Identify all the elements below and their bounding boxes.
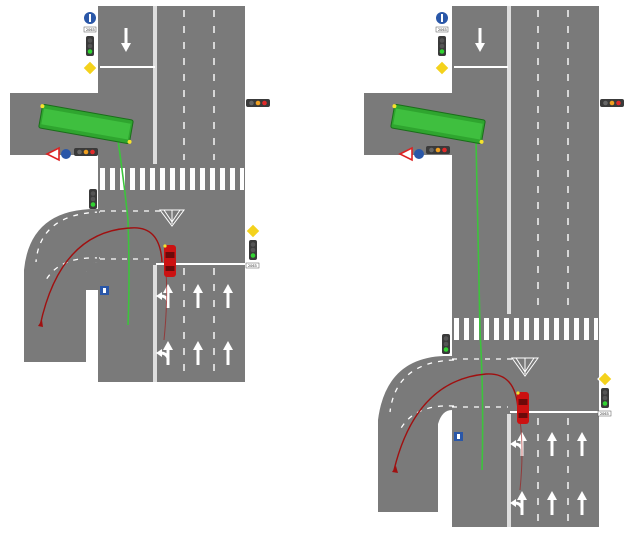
priority-road-sign-icon xyxy=(82,60,98,76)
one-way-sign-icon xyxy=(414,149,424,159)
bus xyxy=(390,104,486,144)
traffic-light-icon xyxy=(442,334,450,354)
main-road xyxy=(452,6,599,527)
crosswalk xyxy=(100,168,244,190)
traffic-light-icon xyxy=(89,189,97,209)
bus-path xyxy=(117,139,130,326)
u-turn-road xyxy=(378,356,452,512)
priority-road-sign-icon xyxy=(597,371,613,387)
sign-plate-text: 2063 xyxy=(438,28,447,32)
yield-sign-icon xyxy=(45,146,60,162)
traffic-light-icon xyxy=(438,36,446,56)
traffic-light-icon xyxy=(74,148,98,156)
car-path xyxy=(39,227,163,327)
parking-sign-icon xyxy=(454,432,463,441)
car xyxy=(163,244,176,277)
one-way-sign-icon xyxy=(436,12,448,24)
one-way-sign-icon xyxy=(61,149,71,159)
crosswalk xyxy=(454,318,598,340)
car-path xyxy=(393,373,519,471)
traffic-light-icon xyxy=(249,240,257,260)
bus xyxy=(38,104,134,144)
one-way-sign-icon xyxy=(84,12,96,24)
priority-road-sign-icon xyxy=(245,223,261,239)
scene-right: 2063 2063 xyxy=(364,6,624,527)
main-road xyxy=(98,6,245,382)
traffic-light-icon xyxy=(601,388,609,408)
scene-left: 2063 2063 xyxy=(10,6,270,382)
sign-plate-text: 2063 xyxy=(86,28,95,32)
bus-path xyxy=(475,139,484,471)
sign-plate-text: 2063 xyxy=(248,264,257,268)
sign-plate-text: 2063 xyxy=(600,412,609,416)
yield-sign-icon xyxy=(398,146,413,162)
traffic-light-icon xyxy=(426,146,450,154)
traffic-light-icon xyxy=(600,99,624,107)
traffic-light-icon xyxy=(246,99,270,107)
traffic-island-hatch xyxy=(159,209,185,227)
parking-sign-icon xyxy=(100,286,109,295)
traffic-light-icon xyxy=(86,36,94,56)
traffic-island-hatch xyxy=(511,357,539,377)
priority-road-sign-icon xyxy=(434,60,450,76)
car xyxy=(516,391,529,424)
